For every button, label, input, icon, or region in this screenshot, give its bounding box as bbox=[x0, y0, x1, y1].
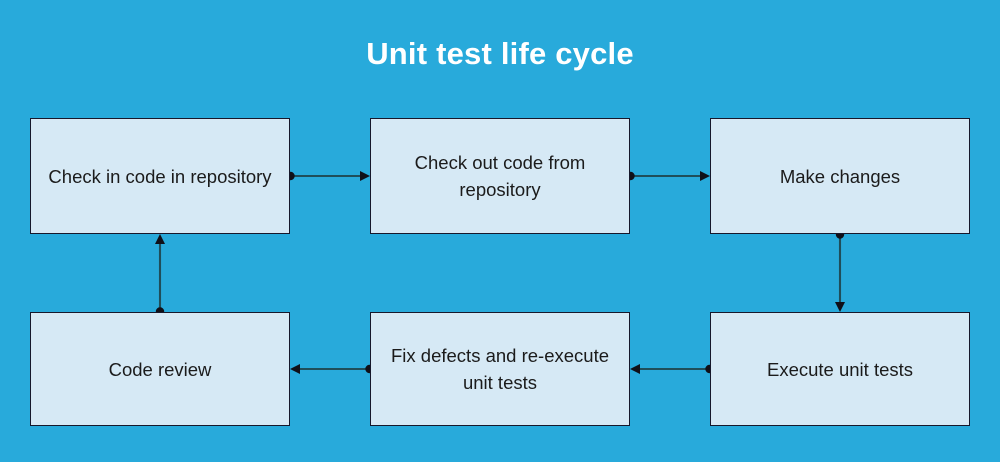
node-label: Check in code in repository bbox=[48, 165, 272, 187]
connector-execute-to-fix bbox=[630, 364, 714, 374]
connector-changes-to-execute bbox=[835, 230, 845, 312]
node-label: Check out code from repository bbox=[414, 152, 586, 200]
node-fix-defects[interactable]: Fix defects and re-execute unit tests bbox=[370, 312, 630, 426]
page-title: Unit test life cycle bbox=[366, 36, 634, 71]
node-make-changes[interactable]: Make changes bbox=[710, 118, 970, 234]
connector-review-to-checkin bbox=[155, 234, 165, 316]
node-code-review[interactable]: Code review bbox=[30, 312, 290, 426]
node-label: Code review bbox=[108, 358, 212, 380]
node-check-out-code[interactable]: Check out code from repository bbox=[370, 118, 630, 234]
node-label: Execute unit tests bbox=[766, 358, 914, 380]
connector-checkin-to-checkout bbox=[286, 171, 370, 181]
connector-fix-to-review bbox=[290, 364, 374, 374]
node-check-in-code[interactable]: Check in code in repository bbox=[30, 118, 290, 234]
node-label: Fix defects and re-execute unit tests bbox=[391, 345, 609, 393]
connector-checkout-to-changes bbox=[626, 171, 710, 181]
node-execute-unit-tests[interactable]: Execute unit tests bbox=[710, 312, 970, 426]
node-label: Make changes bbox=[779, 165, 901, 187]
